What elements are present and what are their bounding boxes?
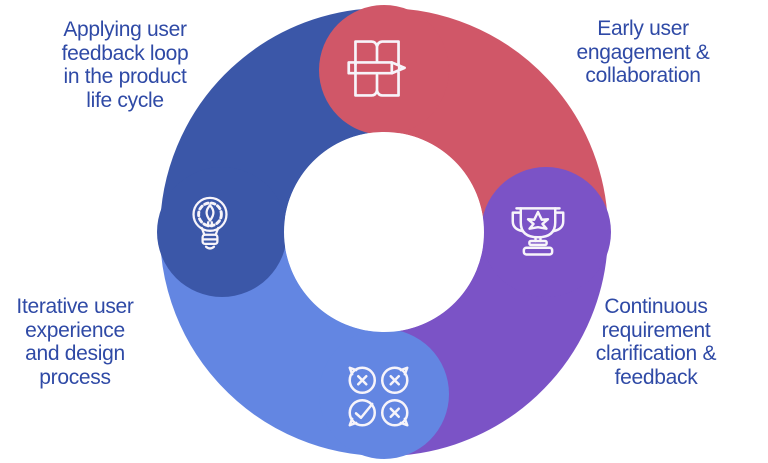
chat-tail-bottom-right xyxy=(399,417,409,427)
trophy-base xyxy=(522,246,554,256)
bulb-filament-stems xyxy=(207,221,213,228)
chat-bubble-top-right xyxy=(381,366,409,394)
trophy-stem-bar xyxy=(528,239,548,247)
label-requirement-clarification: Continuous requirement clarification & f… xyxy=(595,295,717,389)
trophy-strokes xyxy=(511,207,565,256)
trophy-handle-right xyxy=(552,211,565,233)
trophy-star-icon xyxy=(511,207,565,256)
segment-head-early-engagement xyxy=(319,5,449,135)
chat-tail-top-left xyxy=(348,366,358,376)
donut-hole xyxy=(284,132,484,332)
segment-head-applying-feedback-loop xyxy=(157,167,287,297)
bulb-neck xyxy=(200,226,220,236)
bulb-flame-drop xyxy=(205,204,215,222)
lightbulb-strokes xyxy=(192,196,228,250)
chat-x-mark-bottom-right xyxy=(389,407,400,418)
chat-tail-top-right xyxy=(399,366,409,376)
lightbulb-gear-icon xyxy=(192,196,228,250)
segment-head-requirement-clarification xyxy=(481,167,611,297)
bulb-globe xyxy=(192,196,228,232)
gear-teeth-ring xyxy=(197,201,223,228)
chat-bubble-bottom-right xyxy=(381,399,409,427)
label-iterative-design: Iterative user experience and design pro… xyxy=(16,295,134,389)
trophy-cup xyxy=(519,207,557,239)
chat-bubble-bottom-left xyxy=(348,399,376,427)
chat-check-mark xyxy=(354,402,374,419)
chat-x-mark-top-right xyxy=(389,375,400,386)
segment-head-iterative-design xyxy=(319,329,449,459)
book-pencil-strokes xyxy=(347,40,406,97)
label-early-engagement: Early user engagement & collaboration xyxy=(576,17,710,87)
bulb-base-cap xyxy=(204,245,216,250)
book-pencil-icon xyxy=(347,40,406,97)
chat-approval-icon xyxy=(348,366,409,427)
chat-tail-bottom-left xyxy=(348,417,358,427)
trophy-star xyxy=(526,210,550,230)
chat-x-mark-top-left xyxy=(357,375,368,386)
chat-strokes xyxy=(348,366,409,427)
chat-bubble-top-left xyxy=(348,366,376,394)
trophy-handle-left xyxy=(511,211,524,233)
pencil-tip xyxy=(390,61,406,75)
label-applying-feedback-loop: Applying user feedback loop in the produ… xyxy=(61,18,189,112)
